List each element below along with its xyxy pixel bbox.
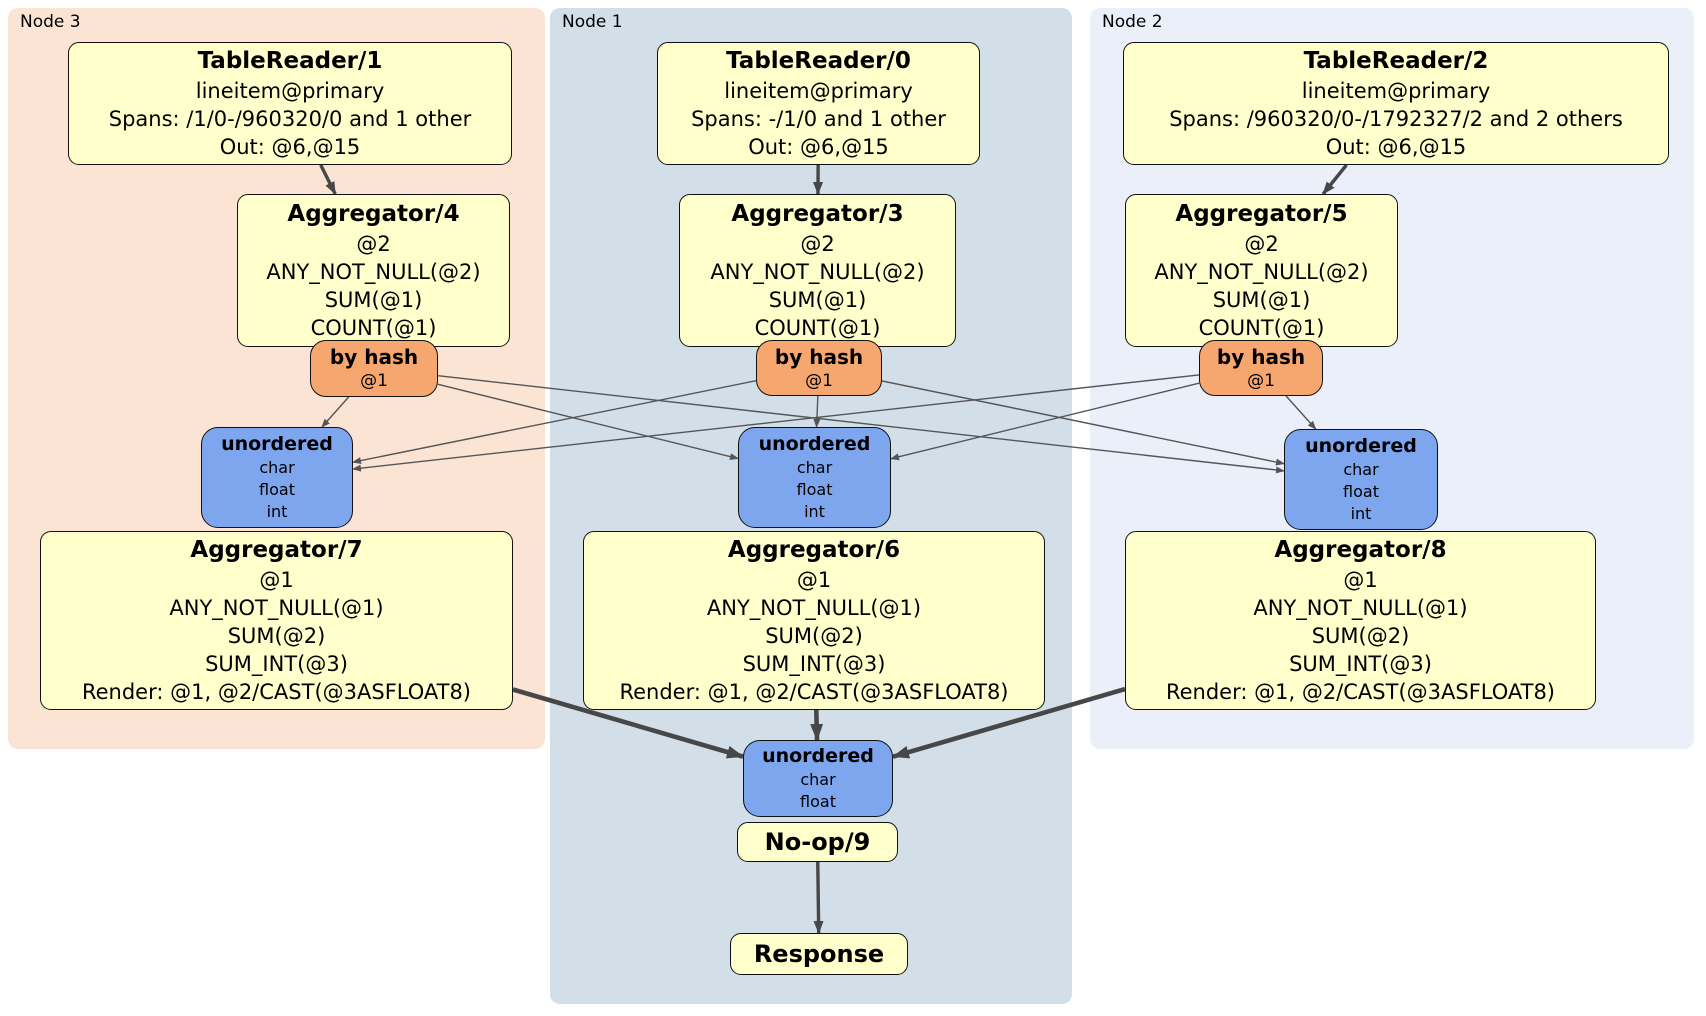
aggregator-8-box: Aggregator/8 @1 ANY_NOT_NULL(@1) SUM(@2)… xyxy=(1125,531,1596,710)
hash-router-node3: by hash @1 xyxy=(310,340,438,397)
hash-router-node1: by hash @1 xyxy=(756,340,882,396)
processor-detail-line: COUNT(@1) xyxy=(1198,316,1325,340)
tablereader-1-box: TableReader/1 lineitem@primary Spans: /1… xyxy=(68,42,512,165)
processor-title: TableReader/1 xyxy=(197,48,383,74)
processor-detail-line: lineitem@primary xyxy=(195,79,385,103)
node1-label: Node 1 xyxy=(562,12,623,32)
processor-detail-line: SUM_INT(@3) xyxy=(742,652,886,676)
sync-column-line: char xyxy=(796,458,833,477)
aggregator-4-box: Aggregator/4 @2 ANY_NOT_NULL(@2) SUM(@1)… xyxy=(237,194,510,347)
sync-column-line: float xyxy=(800,792,836,811)
processor-detail-line: ANY_NOT_NULL(@1) xyxy=(169,596,384,620)
processor-detail-line: ANY_NOT_NULL(@2) xyxy=(266,260,481,284)
unordered-sync-node3: unordered char float int xyxy=(201,427,353,528)
processor-detail-line: Spans: /960320/0-/1792327/2 and 2 others xyxy=(1169,107,1623,131)
sync-column-line: char xyxy=(259,458,295,477)
processor-detail-line: lineitem@primary xyxy=(1301,79,1491,103)
aggregator-7-box: Aggregator/7 @1 ANY_NOT_NULL(@1) SUM(@2)… xyxy=(40,531,513,710)
router-title: by hash xyxy=(774,344,864,369)
unordered-sync-node2: unordered char float int xyxy=(1284,429,1438,530)
final-unordered-sync: unordered char float xyxy=(743,740,893,817)
sync-column-line: float xyxy=(259,480,295,499)
processor-detail-line: COUNT(@1) xyxy=(310,316,437,340)
router-detail-line: @1 xyxy=(805,370,833,391)
processor-detail-line: Out: @6,@15 xyxy=(219,135,361,159)
processor-detail-line: @2 xyxy=(356,232,391,256)
processor-detail-line: ANY_NOT_NULL(@1) xyxy=(1253,596,1468,620)
router-detail-line: @1 xyxy=(1247,370,1275,391)
processor-detail-line: SUM(@1) xyxy=(768,288,867,312)
sync-column-line: int xyxy=(266,502,288,521)
processor-detail-line: @1 xyxy=(796,568,832,592)
response-box: Response xyxy=(730,933,908,975)
processor-detail-line: ANY_NOT_NULL(@1) xyxy=(706,596,922,620)
sync-title: unordered xyxy=(758,433,871,455)
processor-detail-line: Spans: /1/0-/960320/0 and 1 other xyxy=(108,107,472,131)
processor-detail-line: SUM(@1) xyxy=(324,288,423,312)
router-title: by hash xyxy=(329,345,419,369)
processor-detail-line: @2 xyxy=(1244,232,1279,256)
sync-title: unordered xyxy=(762,745,874,767)
node3-label: Node 3 xyxy=(20,12,81,32)
sync-column-line: char xyxy=(1343,460,1379,479)
aggregator-6-box: Aggregator/6 @1 ANY_NOT_NULL(@1) SUM(@2)… xyxy=(583,531,1045,710)
sync-column-line: int xyxy=(804,502,825,521)
processor-title: TableReader/2 xyxy=(1303,48,1489,74)
aggregator-5-box: Aggregator/5 @2 ANY_NOT_NULL(@2) SUM(@1)… xyxy=(1125,194,1398,347)
sync-title: unordered xyxy=(1305,435,1417,457)
processor-title: Aggregator/6 xyxy=(727,537,901,563)
processor-title: No-op/9 xyxy=(764,828,871,856)
sync-column-line: int xyxy=(1350,504,1372,523)
router-title: by hash xyxy=(1216,344,1306,369)
processor-detail-line: @1 xyxy=(1343,568,1378,592)
tablereader-2-box: TableReader/2 lineitem@primary Spans: /9… xyxy=(1123,42,1669,165)
processor-detail-line: SUM(@2) xyxy=(227,624,326,648)
processor-detail-line: ANY_NOT_NULL(@2) xyxy=(1154,260,1369,284)
processor-title: Aggregator/8 xyxy=(1274,537,1447,563)
processor-detail-line: COUNT(@1) xyxy=(754,316,881,340)
processor-detail-line: Render: @1, @2/CAST(@3ASFLOAT8) xyxy=(619,680,1009,704)
processor-title: Aggregator/5 xyxy=(1175,201,1348,227)
noop-9-box: No-op/9 xyxy=(737,822,898,862)
processor-detail-line: SUM_INT(@3) xyxy=(1289,652,1432,676)
sync-column-line: float xyxy=(1343,482,1379,501)
processor-detail-line: Out: @6,@15 xyxy=(1325,135,1467,159)
processor-detail-line: lineitem@primary xyxy=(724,79,913,103)
processor-detail-line: Spans: -/1/0 and 1 other xyxy=(691,107,946,131)
processor-title: Response xyxy=(753,940,885,968)
processor-title: Aggregator/3 xyxy=(731,201,904,227)
processor-title: TableReader/0 xyxy=(726,48,911,74)
router-detail-line: @1 xyxy=(360,371,388,391)
processor-detail-line: SUM_INT(@3) xyxy=(205,652,348,676)
processor-detail-line: @2 xyxy=(800,232,835,256)
hash-router-node2: by hash @1 xyxy=(1199,340,1323,396)
processor-detail-line: Render: @1, @2/CAST(@3ASFLOAT8) xyxy=(1165,680,1556,704)
tablereader-0-box: TableReader/0 lineitem@primary Spans: -/… xyxy=(657,42,980,165)
processor-detail-line: Render: @1, @2/CAST(@3ASFLOAT8) xyxy=(81,680,472,704)
processor-detail-line: Out: @6,@15 xyxy=(748,135,889,159)
sync-title: unordered xyxy=(221,433,333,455)
processor-detail-line: ANY_NOT_NULL(@2) xyxy=(710,260,925,284)
processor-detail-line: SUM(@2) xyxy=(1311,624,1410,648)
processor-detail-line: SUM(@1) xyxy=(1212,288,1311,312)
node2-label: Node 2 xyxy=(1102,12,1163,32)
processor-title: Aggregator/4 xyxy=(287,201,460,227)
processor-detail-line: SUM(@2) xyxy=(765,624,863,648)
sync-column-line: char xyxy=(800,770,836,789)
unordered-sync-node1: unordered char float int xyxy=(738,427,891,528)
sync-column-line: float xyxy=(796,480,833,499)
processor-detail-line: @1 xyxy=(259,568,294,592)
aggregator-3-box: Aggregator/3 @2 ANY_NOT_NULL(@2) SUM(@1)… xyxy=(679,194,956,347)
processor-title: Aggregator/7 xyxy=(190,537,363,563)
